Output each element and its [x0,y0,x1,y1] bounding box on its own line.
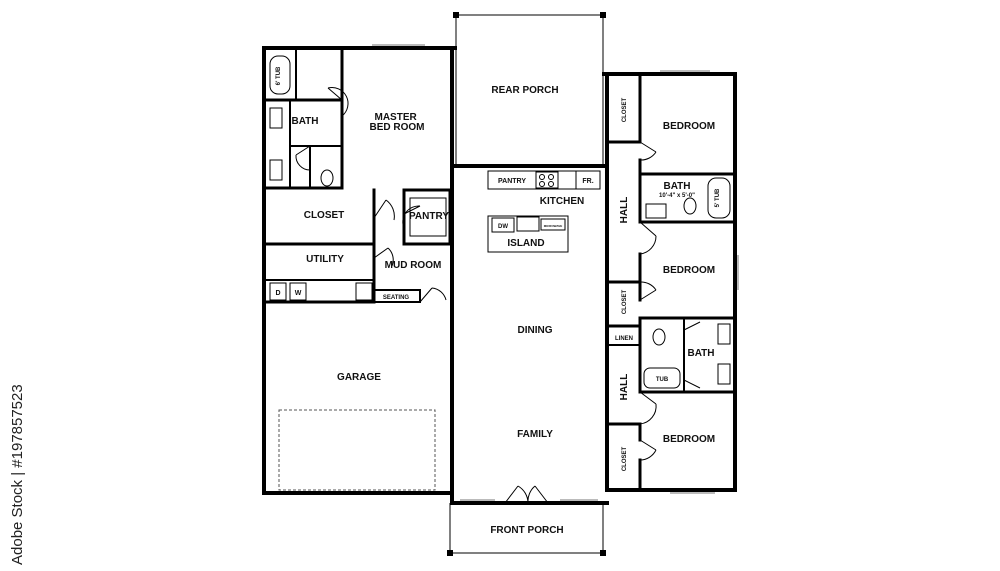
sink-icon [717,323,731,345]
master-bath-label: BATH [291,116,318,127]
garage-door [278,409,436,491]
sink-icon [717,363,731,385]
tub-icon [269,55,291,95]
master-bedroom-line1: MASTER [374,112,417,123]
sink-icon [355,282,373,301]
front-door [504,485,549,504]
hall-upper-label: HALL [619,197,630,224]
master-bath-fixtures: 6' TUB [269,55,334,187]
closet-master-label: CLOSET [304,210,345,221]
bedroom-top-label: BEDROOM [663,121,715,132]
front-porch-label: FRONT PORCH [490,525,563,536]
sink-icon [516,216,540,232]
utility-fixtures: D W [269,282,373,301]
sink-icon [269,159,283,181]
dryer-icon [269,282,287,301]
utility-label: UTILITY [306,254,344,265]
dryer-label: D [275,290,280,297]
sink-icon [269,107,283,129]
sink-icon [645,203,667,219]
tub-icon [707,177,731,219]
closet-bottom-label: CLOSET [622,447,628,472]
stove-icon [535,171,559,189]
island-label: ISLAND [507,238,544,249]
fridge-icon [575,170,601,190]
bath-low-tub-label: TUB [656,377,669,383]
island [487,215,569,253]
tub-icon [643,367,681,389]
exterior-walls [262,12,737,556]
linen-label: LINEN [615,336,633,342]
kitchen-label: KITCHEN [540,196,584,207]
master-bedroom-line2: BED ROOM [370,122,425,133]
master-bedroom-label: MASTER BED ROOM [370,112,425,133]
kitchen-fixtures: PANTRY FR. DW MICROWAVE [487,170,601,253]
microwave-icon [540,218,566,231]
closet-mid-label: CLOSET [622,290,628,315]
dishwasher-icon [491,217,515,233]
fridge-label: FR. [582,178,593,185]
washer-label: W [295,290,302,297]
pantry-label: PANTRY [409,211,449,222]
mud-room-label: MUD ROOM [385,260,442,271]
rear-porch-label: REAR PORCH [491,85,558,96]
kitchen-pantry-label: PANTRY [498,178,526,185]
dishwasher-label: DW [498,224,508,230]
toilet-icon [320,169,334,187]
right-wing-walls [605,72,737,492]
windows [372,44,739,501]
microwave-label: MICROWAVE [544,224,563,228]
stock-watermark: Adobe Stock | #197857523 [9,384,26,565]
bedroom-bottom-label: BEDROOM [663,434,715,445]
bedroom-mid-label: BEDROOM [663,265,715,276]
family-label: FAMILY [517,429,553,440]
left-wing-walls [262,48,452,304]
closet-top-label: CLOSET [622,98,628,123]
toilet-icon [652,328,666,346]
seating-label: SEATING [383,295,410,301]
toilet-icon [683,197,697,215]
bath-mid-label: BATH [663,181,690,192]
washer-icon [289,282,307,301]
right-wing-fixtures: 5' TUB TUB [643,177,731,389]
bath-mid-tub-label: 5' TUB [715,188,721,207]
garage-label: GARAGE [337,372,381,383]
bath-low-label: BATH [687,348,714,359]
dining-label: DINING [518,325,553,336]
bath-mid-dims-label: 10'-4" x 5'-0" [659,193,695,199]
master-tub-label: 6' TUB [276,66,282,85]
hall-lower-label: HALL [619,374,630,401]
watermark-text: Adobe Stock | #197857523 [9,384,26,565]
